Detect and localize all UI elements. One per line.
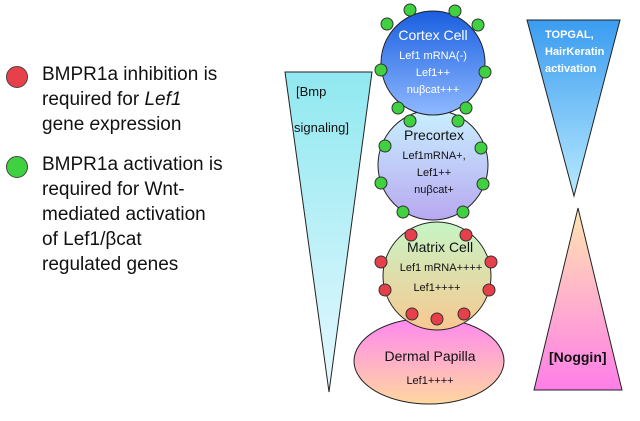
cortex-line3: nuβcat+++ [407,84,460,96]
green-receptor-dot-9 [451,114,465,128]
green-line2: required for Wnt- [42,179,185,200]
receptor-dots [374,3,498,326]
precortex-line1: Lef1mRNA+, [402,150,465,162]
noggin-triangle [533,207,623,391]
precortex-title: Precortex [404,127,464,143]
legend-green-item: BMPR1a activation is required for Wnt- m… [6,152,223,277]
red-receptor-dot-22 [405,307,419,321]
matrix-cell [382,221,492,331]
red-receptor-dot-16 [404,228,418,242]
papilla-title: Dermal Papilla [384,348,475,364]
red-receptor-dot-24 [430,312,444,326]
green-line4: of Lef1/βcat [42,229,142,250]
precortex-line2: Lef1++ [417,167,451,179]
cortex-cell [380,10,486,116]
red-line1: BMPR1a inhibition is [42,64,218,85]
matrix-line2: Lef1++++ [413,282,460,294]
green-receptor-dot-5 [478,65,492,79]
precortex-line3: nuβcat+ [414,184,454,196]
green-receptor-dot-12 [374,176,388,190]
cortex-title: Cortex Cell [398,27,467,43]
cortex-line1: Lef1 mRNA(-) [399,50,467,62]
green-receptor-dot-14 [396,205,410,219]
bmp-label-line2: signaling] [294,120,349,135]
legend-red-item: BMPR1a inhibition is required for Lef1 g… [6,62,217,137]
bmp-signaling-triangle [284,71,373,393]
green-receptor-dot-13 [476,177,490,191]
red-receptor-dot-17 [459,228,473,242]
green-receptor-dot-1 [448,4,462,18]
red-line2: required for Lef1 [42,89,182,110]
bmp-label-line1: [Bmp [296,84,326,99]
green-receptor-dot-8 [403,114,417,128]
green-legend-text: BMPR1a activation is required for Wnt- m… [42,152,223,277]
noggin-label: [Noggin] [549,349,607,365]
red-receptor-dot-18 [374,255,388,269]
green-line1: BMPR1a activation is [42,154,223,175]
green-receptor-dot-3 [471,18,485,32]
green-receptor-dot-10 [378,139,392,153]
red-receptor-dot-20 [378,283,392,297]
matrix-title: Matrix Cell [407,239,473,255]
green-receptor-dot-6 [391,101,405,115]
red-receptor-dot-23 [457,307,471,321]
red-line3: gene expression [42,114,182,135]
green-receptor-dot-4 [374,63,388,77]
red-receptor-dot-19 [484,255,498,269]
topgal-label-line3: activation [545,63,597,75]
green-receptor-dot-15 [456,205,470,219]
red-legend-text: BMPR1a inhibition is required for Lef1 g… [42,62,217,137]
green-receptor-dot-2 [380,17,394,31]
matrix-line1: Lef1 mRNA++++ [400,262,483,274]
green-receptor-dot-0 [403,3,417,17]
cortex-line2: Lef1++ [416,67,450,79]
topgal-label-line1: TOPGAL, [545,29,594,41]
green-receptor-dot-11 [474,141,488,155]
green-line5: regulated genes [42,254,179,275]
red-dot-icon [6,66,28,88]
green-dot-icon [6,156,28,178]
topgal-label-line2: HairKeratin [545,46,605,58]
topgal-triangle [526,19,621,198]
green-line3: mediated activation [42,204,206,225]
green-receptor-dot-7 [459,101,473,115]
red-receptor-dot-21 [482,283,496,297]
papilla-line1: Lef1++++ [406,375,453,387]
